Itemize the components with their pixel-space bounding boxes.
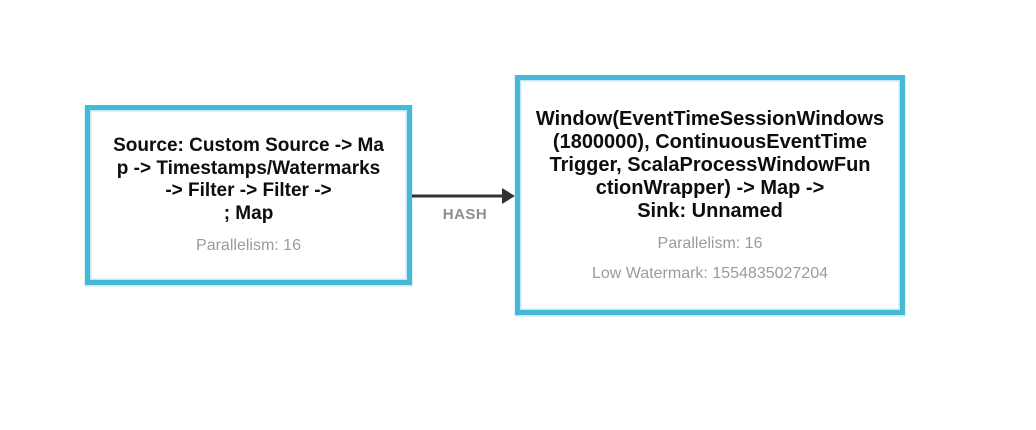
node-window-low-watermark: Low Watermark: 1554835027204: [592, 264, 828, 282]
node-window[interactable]: Window(EventTimeSessionWindows (1800000)…: [515, 75, 905, 315]
edge-label-hash: HASH: [442, 206, 488, 223]
node-source-parallelism: Parallelism: 16: [196, 237, 301, 254]
node-window-parallelism: Parallelism: 16: [657, 234, 763, 252]
node-source-label: Source: Custom Source -> Ma p -> Timesta…: [113, 135, 384, 224]
edge-arrow: [412, 188, 515, 204]
node-window-label: Window(EventTimeSessionWindows (1800000)…: [535, 107, 885, 222]
arrowhead-icon: [502, 188, 515, 204]
node-source[interactable]: Source: Custom Source -> Ma p -> Timesta…: [85, 105, 412, 285]
